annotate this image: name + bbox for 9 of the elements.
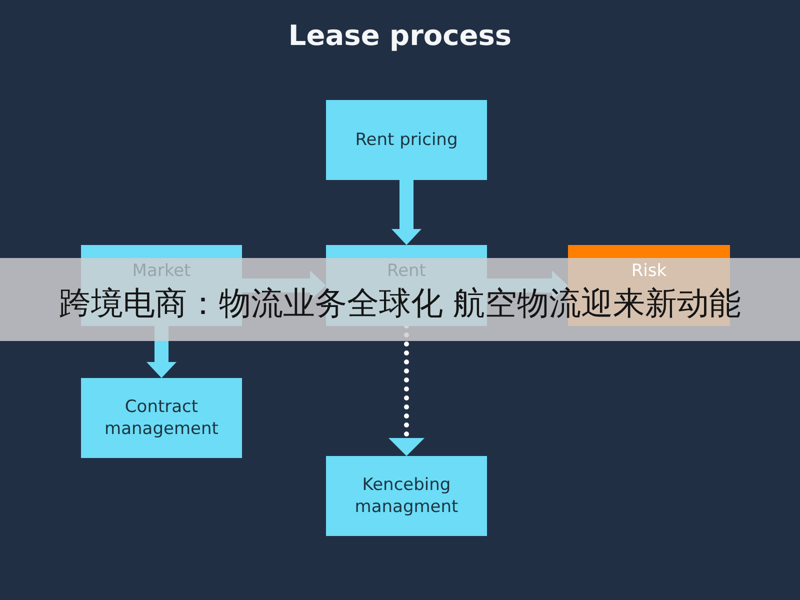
diagram-title: Lease process xyxy=(288,18,512,54)
box-label: Contract management xyxy=(104,396,220,440)
box-label: Risk xyxy=(631,260,667,282)
process-box xyxy=(81,378,242,458)
arrow xyxy=(392,180,422,245)
process-box xyxy=(326,100,487,180)
box-label: Kencebing managment xyxy=(354,474,460,518)
box-label: Rent pricing xyxy=(355,129,458,151)
process-box xyxy=(326,456,487,536)
